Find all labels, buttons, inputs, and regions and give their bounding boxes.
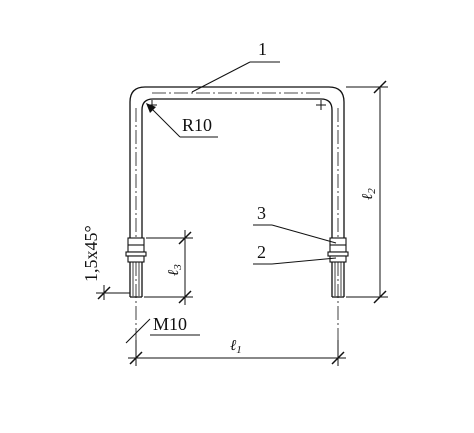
thread-leader [125, 318, 200, 344]
right-nut-assembly [327, 237, 349, 263]
radius-label: R10 [182, 115, 212, 135]
callout-1-leader [191, 61, 280, 93]
left-nut-assembly [125, 237, 147, 263]
dimension-l3-label: ℓ3 [166, 264, 184, 276]
u-bolt-outer-contour [129, 86, 345, 297]
bend-centers [147, 100, 326, 110]
callout-3-leader [253, 224, 337, 244]
right-nut-lower [329, 255, 347, 263]
chamfer-leader [96, 285, 130, 300]
callout-3-label: 3 [257, 203, 266, 223]
left-nut-lower [127, 255, 145, 263]
dimension-l1-label: ℓ1 [230, 338, 242, 356]
callout-2-leader [253, 257, 337, 265]
radius-arrow-icon [146, 103, 156, 113]
callout-1-label: 1 [258, 39, 267, 59]
u-bolt-inner-contour [141, 98, 333, 297]
left-washer [125, 251, 147, 257]
dimension-l2-label: ℓ2 [360, 188, 378, 200]
thread-label: M10 [153, 314, 187, 334]
chamfer-label: 1,5x45° [81, 225, 101, 282]
callout-2-label: 2 [257, 242, 266, 262]
u-bolt-body [129, 86, 345, 298]
right-washer [327, 251, 349, 257]
center-lines [135, 92, 339, 365]
dimension-l1 [128, 340, 346, 366]
dimension-l3 [144, 230, 193, 305]
dimension-l2 [346, 80, 388, 304]
